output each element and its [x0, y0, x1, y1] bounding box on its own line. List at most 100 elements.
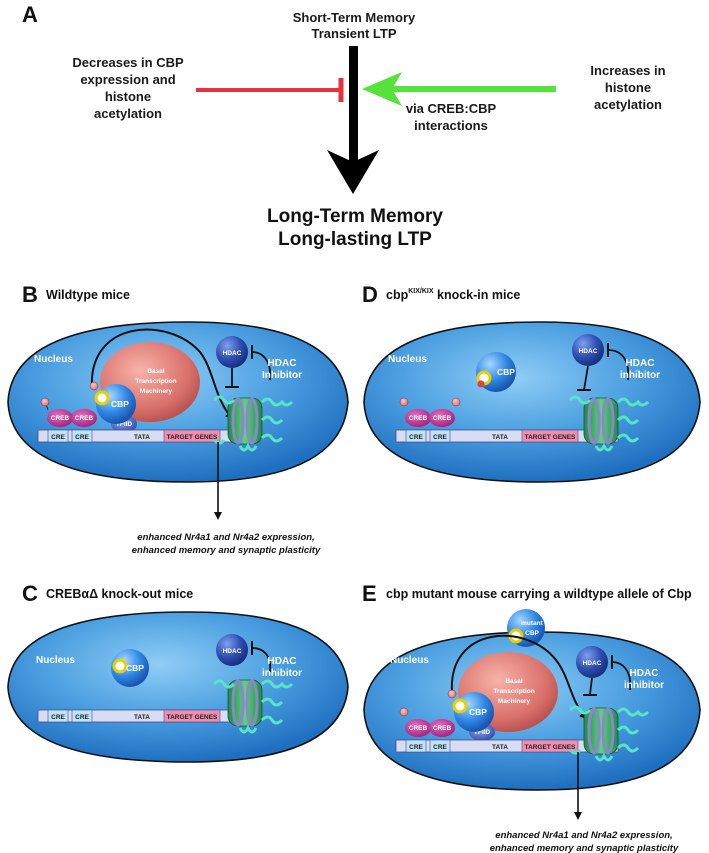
dna-wrap-1-e [587, 707, 601, 755]
histone-c [227, 679, 263, 727]
panel-b: B Wildtype mice Nucleus Basal Transcript… [7, 282, 349, 556]
dna-wrap-2-e [601, 707, 615, 755]
cre-label-2-d: CRE [433, 434, 447, 441]
hdac-inhibitor-label-1-d: HDAC [626, 358, 655, 369]
histone-d [583, 397, 619, 445]
dna-wrap-2-d [601, 397, 615, 445]
hdac-inhibitor-label-2-b: Inhibitor [262, 370, 302, 381]
panel-d-title-suffix: knock-in mice [434, 288, 521, 302]
cre-box-1-d [405, 429, 427, 443]
panel-e-letter: E [362, 581, 377, 606]
creb-cbp-text-1: via CREB:CBP [406, 101, 497, 116]
outcome-b-line1: enhanced Nr4a1 and Nr4a2 expression, [137, 532, 314, 543]
hdac-inhibitor-label-1-c: HDAC [268, 656, 297, 667]
cre-label-2-c: CRE [75, 714, 89, 721]
target-genes-label-e: TARGET GENES [525, 744, 576, 751]
green-arrow-head [362, 72, 402, 106]
panel-c: C CREBαΔ knock-out mice Nucleus CBP HDAC… [7, 581, 349, 763]
target-genes-box-b [163, 429, 221, 443]
nucleus-label-d: Nucleus [388, 354, 427, 365]
histone-e [583, 707, 619, 755]
outcome-e-line1: enhanced Nr4a1 and Nr4a2 expression, [495, 830, 672, 841]
basal-label-1-e: Basal [505, 678, 523, 685]
tata-label-d: TATA [492, 434, 508, 441]
phospho-creb-e [399, 707, 409, 717]
right-text-3: acetylation [594, 97, 662, 112]
histone-tails-c [212, 679, 294, 734]
inhibitor-line-b [251, 351, 272, 381]
hdac-inhibit-line-d [583, 365, 589, 391]
phospho-cbp-b [89, 381, 99, 391]
nucleus-label-e: Nucleus [390, 655, 429, 666]
left-text-4: acetylation [94, 106, 162, 121]
cre-label-1-e: CRE [409, 744, 423, 751]
creb-label-1-b: CREB [51, 415, 70, 422]
panel-e: E cbp mutant mouse carrying a wildtype a… [362, 581, 701, 853]
central-arrow-head [327, 150, 379, 194]
inhibitor-line-c [251, 647, 272, 673]
hdac-d [572, 334, 604, 366]
tfiid-label-b: TFIID [116, 421, 133, 428]
right-text-1: Increases in [590, 63, 665, 78]
nucleus-d [363, 321, 701, 483]
left-text-1: Decreases in CBP [72, 55, 184, 70]
creb-2-b [71, 409, 97, 427]
creb-1-d [405, 409, 431, 427]
hdac-inhibit-line-e [589, 677, 593, 695]
hdac-inhibitor-label-1-e: HDAC [630, 668, 659, 679]
creb-2-e [429, 719, 455, 737]
cre-label-1-d: CRE [409, 434, 423, 441]
basal-label-2-b: Transcription [135, 378, 176, 385]
inhibitor-line-e [611, 661, 632, 691]
nucleus-label-b: Nucleus [34, 354, 73, 365]
kix-domain-b [94, 390, 110, 406]
outcome-b-line2: enhanced memory and synaptic plasticity [132, 545, 321, 556]
tata-label-b: TATA [134, 434, 150, 441]
creb-label-1-d: CREB [409, 415, 428, 422]
hdac-inhibitor-label-1-b: HDAC [268, 358, 297, 369]
phospho-cbp-e [447, 689, 457, 699]
target-genes-box-c [163, 709, 221, 723]
cre-box-2-e [429, 739, 451, 753]
dna-wrap-1-d [587, 397, 601, 445]
panel-c-letter: C [22, 581, 38, 606]
basal-label-3-b: Machinery [140, 388, 173, 395]
panel-d-title-prefix: cbp [386, 288, 409, 302]
cre-box-2-c [71, 709, 93, 723]
hdac-label-e: HDAC [583, 660, 602, 667]
panel-d-title-sup: KIX/KIX [408, 288, 434, 295]
panel-d-title: cbpKIX/KIX knock-in mice [386, 288, 520, 302]
transient-ltp-label: Transient LTP [312, 26, 397, 41]
cbp-label-c: CBP [126, 663, 144, 673]
kix-domain-c [112, 658, 128, 674]
cre-box-1-c [47, 709, 69, 723]
basal-label-3-e: Machinery [498, 698, 531, 705]
panel-b-letter: B [22, 282, 38, 307]
dna-wrap-2-b [245, 397, 259, 445]
nucleus-label-c: Nucleus [36, 655, 75, 666]
cre-label-2-b: CRE [75, 434, 89, 441]
mutant-cbp-label-1-e: mutant [521, 620, 544, 627]
hdac-inhibitor-label-2-c: inhibitor [262, 668, 302, 679]
hdac-label-b: HDAC [223, 350, 242, 357]
cre-box-2-d [429, 429, 451, 443]
panel-c-title: CREBαΔ knock-out mice [46, 587, 193, 601]
creb-cbp-text-2: interactions [414, 118, 488, 133]
mutant-cbp-label-2-e: CBP [525, 630, 539, 637]
kix-domain-e [452, 698, 468, 714]
creb-1-e [405, 719, 431, 737]
creb-label-2-d: CREB [433, 415, 452, 422]
creb-label-2-b: CREB [75, 415, 94, 422]
kix-mutation-d [477, 380, 485, 388]
basal-label-2-e: Transcription [493, 688, 534, 695]
hdac-b [216, 336, 248, 368]
hdac-inhibitor-label-2-e: inhibitor [624, 680, 664, 691]
cre-box-1-e [405, 739, 427, 753]
creb-label-2-e: CREB [433, 725, 452, 732]
dna-wrap-2-c [245, 679, 259, 727]
panel-e-title: cbp mutant mouse carrying a wildtype all… [386, 587, 692, 601]
target-genes-label-c: TARGET GENES [167, 714, 218, 721]
long-lasting-ltp-label: Long-lasting LTP [278, 229, 432, 250]
inhibitor-line-d [607, 349, 630, 381]
